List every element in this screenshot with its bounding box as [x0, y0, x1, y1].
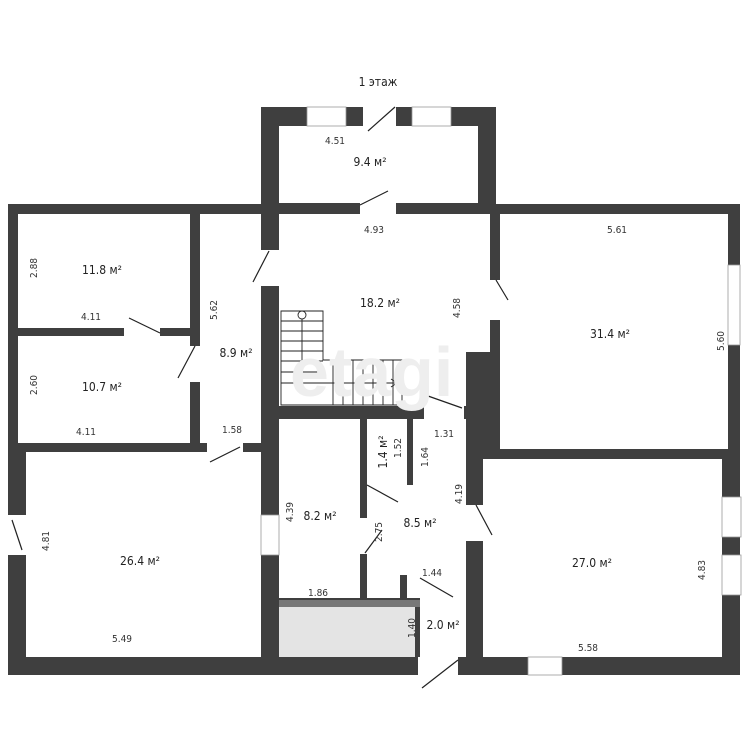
dim-label: 1.31: [434, 429, 454, 440]
dim-label: 4.58: [452, 298, 463, 318]
windows: [260, 106, 742, 676]
area-label: 9.4 м²: [353, 155, 386, 169]
room-living: [500, 214, 728, 449]
dim-label: 2.75: [374, 522, 385, 542]
area-label: 8.5 м²: [403, 516, 436, 530]
area-label: 18.2 м²: [360, 296, 400, 310]
area-label: 8.9 м²: [219, 346, 252, 360]
dim-label: 1.64: [420, 447, 431, 467]
room-bedroom2: [18, 336, 190, 443]
labels: 4.51 9.4 м² 4.93 18.2 м² 4.58 5.61 31.4 …: [29, 136, 727, 654]
dim-label: 1.86: [308, 588, 328, 599]
area-label: 26.4 м²: [120, 554, 160, 568]
dim-label: 4.39: [285, 502, 296, 522]
dim-label: 1.40: [407, 618, 418, 638]
dim-label: 5.62: [209, 300, 220, 320]
rooms: [18, 126, 728, 657]
dim-label: 1.58: [222, 425, 242, 436]
dim-label: 4.11: [81, 312, 101, 323]
area-label: 11.8 м²: [82, 263, 122, 277]
dim-label: 4.81: [41, 531, 52, 551]
area-label: 31.4 м²: [590, 327, 630, 341]
room-vestibule: [279, 126, 478, 203]
dim-label: 1.44: [422, 568, 442, 579]
room-26-4: [26, 452, 261, 657]
room-corridor: [200, 214, 261, 443]
inner-walls: [279, 406, 483, 607]
room-27-0: [483, 459, 722, 657]
dim-label: 5.60: [716, 331, 727, 351]
dim-label: 4.11: [76, 427, 96, 438]
dim-label: 1.52: [393, 438, 404, 458]
area-label: 10.7 м²: [82, 380, 122, 394]
dim-label: 5.61: [607, 225, 627, 236]
area-label: 27.0 м²: [572, 556, 612, 570]
room-8-2: [279, 419, 360, 598]
area-label: 2.0 м²: [426, 618, 459, 632]
dim-label: 5.58: [578, 643, 598, 654]
dim-label: 4.51: [325, 136, 345, 147]
doors: [8, 106, 509, 689]
room-bedroom1: [18, 214, 190, 328]
dim-label: 5.49: [112, 634, 132, 645]
room-entry: [420, 598, 466, 657]
staircase: [280, 310, 403, 406]
watermark: etagi: [290, 333, 453, 411]
room-hall: [279, 214, 490, 406]
room-8-5: [367, 419, 466, 598]
dim-label: 4.93: [364, 225, 384, 236]
area-label: 8.2 м²: [303, 509, 336, 523]
dim-label: 4.83: [697, 560, 708, 580]
balcony: [279, 600, 415, 657]
dim-label: 2.60: [29, 375, 40, 395]
floor-title: 1 этаж: [359, 75, 398, 89]
area-label: 1.4 м²: [376, 435, 390, 468]
dim-label: 4.19: [454, 484, 465, 504]
dim-label: 2.88: [29, 258, 40, 278]
